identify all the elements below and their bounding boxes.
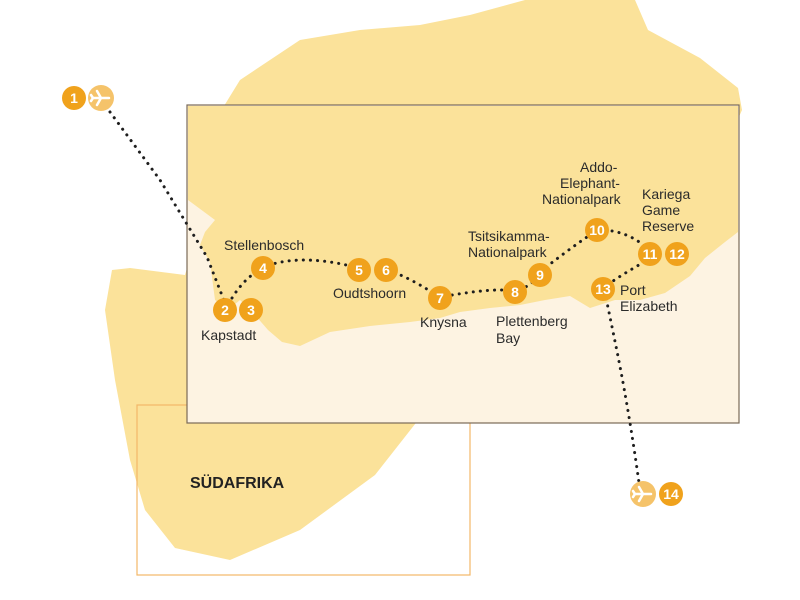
label-line: Nationalpark [542, 191, 622, 207]
label-line: Elizabeth [620, 298, 678, 314]
stop-marker-14[interactable]: 14 [659, 482, 683, 506]
stop-circle [347, 258, 371, 282]
stop-number: 4 [259, 260, 267, 276]
label-knysna: Knysna [420, 314, 467, 330]
label-line: Kariega [642, 186, 690, 202]
stop-marker-4[interactable]: 4 [251, 256, 275, 280]
label-kariega: Kariega Game Reserve [642, 186, 694, 234]
stop-marker-1[interactable]: 1 [62, 86, 86, 110]
label-line: Elephant- [560, 175, 620, 191]
stop-number: 1 [70, 90, 78, 106]
stop-marker-2[interactable]: 2 [213, 298, 237, 322]
label-port-elizabeth: Port Elizabeth [620, 282, 678, 314]
stop-number: 10 [589, 222, 605, 238]
stop-number: 14 [663, 486, 679, 502]
country-label: SÜDAFRIKA [190, 473, 285, 492]
stop-number: 8 [511, 284, 519, 300]
stop-number: 13 [595, 281, 611, 297]
stop-circle [591, 277, 615, 301]
stop-circle [239, 298, 263, 322]
flight-return-marker[interactable] [630, 481, 656, 507]
label-line: Tsitsikamma- [468, 228, 550, 244]
stop-circle [251, 256, 275, 280]
stop-marker-12[interactable]: 12 [665, 242, 689, 266]
stop-number: 12 [669, 246, 685, 262]
label-line: Reserve [642, 218, 694, 234]
label-oudtshoorn: Oudtshoorn [333, 285, 406, 301]
label-line: Addo- [580, 159, 618, 175]
stop-number: 6 [382, 262, 390, 278]
stop-circle [665, 242, 689, 266]
stop-circle [428, 286, 452, 310]
label-kapstadt: Kapstadt [201, 327, 256, 343]
stop-marker-7[interactable]: 7 [428, 286, 452, 310]
stop-circle [213, 298, 237, 322]
airplane-icon [631, 485, 653, 503]
stop-circle [503, 280, 527, 304]
stop-number: 7 [436, 290, 444, 306]
label-line: Nationalpark [468, 244, 548, 260]
stop-circle [374, 258, 398, 282]
stop-circle [585, 218, 609, 242]
stop-marker-3[interactable]: 3 [239, 298, 263, 322]
stop-marker-13[interactable]: 13 [591, 277, 615, 301]
label-stellenbosch: Stellenbosch [224, 237, 304, 253]
stop-circle [528, 263, 552, 287]
label-line: Plettenberg [496, 313, 568, 329]
stop-marker-9[interactable]: 9 [528, 263, 552, 287]
stop-number: 5 [355, 262, 363, 278]
label-addo: Addo- Elephant- Nationalpark [542, 159, 624, 207]
label-line: Bay [496, 330, 520, 346]
flight-departure-marker[interactable] [88, 85, 114, 111]
label-tsitsikamma: Tsitsikamma- Nationalpark [468, 228, 554, 260]
stop-circle [62, 86, 86, 110]
stop-number: 2 [221, 302, 229, 318]
label-line: Game [642, 202, 680, 218]
stop-number: 11 [643, 246, 658, 262]
stop-marker-6[interactable]: 6 [374, 258, 398, 282]
stop-marker-5[interactable]: 5 [347, 258, 371, 282]
label-plettenberg: Plettenberg Bay [496, 313, 572, 346]
label-line: Port [620, 282, 646, 298]
stop-marker-10[interactable]: 10 [585, 218, 609, 242]
stop-circle [659, 482, 683, 506]
stop-marker-11[interactable]: 11 [638, 242, 662, 266]
stop-number: 3 [247, 302, 255, 318]
airplane-icon [89, 89, 111, 107]
stop-marker-8[interactable]: 8 [503, 280, 527, 304]
stop-circle [638, 242, 662, 266]
stop-number: 9 [536, 267, 544, 283]
